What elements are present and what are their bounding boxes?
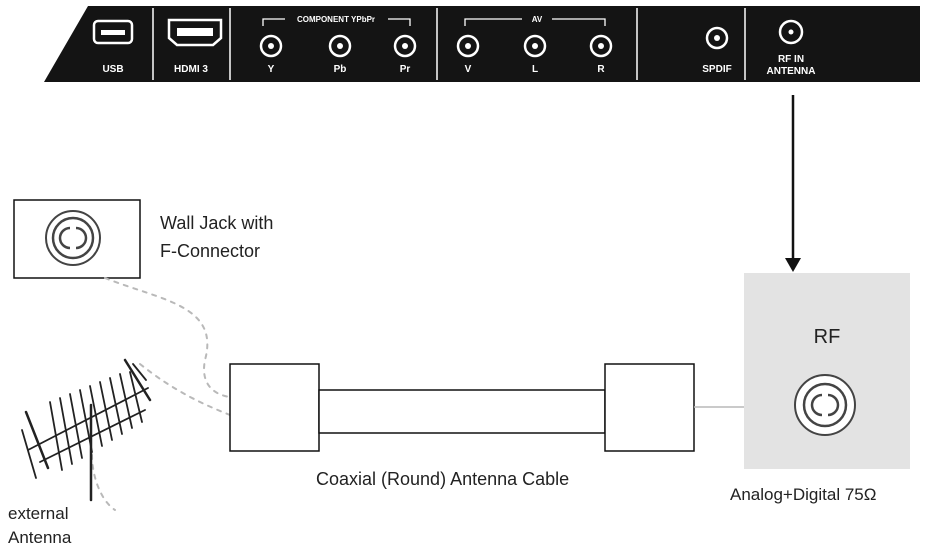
component-pr-label: Pr [400, 64, 411, 75]
cable-right-connector [604, 363, 695, 452]
av-r-label: R [597, 64, 605, 75]
rf-in-label: RF IN [778, 54, 804, 65]
rf-box-caption: Analog+Digital 75Ω [730, 485, 877, 504]
rf-connector-icon [794, 374, 856, 436]
av-video-jack-icon [456, 34, 480, 58]
av-v-label: V [465, 64, 472, 75]
cable-left-connector [229, 363, 320, 452]
component-pb-jack-icon [328, 34, 352, 58]
hdmi-label: HDMI 3 [174, 64, 208, 75]
external-antenna-label-line1: external [8, 504, 69, 523]
rf-in-arrow [785, 95, 801, 272]
cable-label: Coaxial (Round) Antenna Cable [316, 469, 570, 489]
wall-jack-label-line1: Wall Jack with [160, 213, 274, 233]
av-group-label: AV [532, 15, 543, 24]
component-pr-jack-icon [393, 34, 417, 58]
rf-in-jack-icon [778, 19, 804, 45]
spdif-label: SPDIF [702, 64, 731, 75]
hdmi-port-icon [167, 18, 223, 47]
component-group-bracket [262, 18, 411, 26]
coaxial-cable [229, 363, 744, 452]
wall-jack-f-connector-icon [45, 210, 101, 266]
wall-jack-label-line2: F-Connector [160, 241, 261, 261]
component-pb-label: Pb [334, 64, 347, 75]
usb-label: USB [102, 64, 123, 75]
rf-input-box [744, 273, 910, 469]
dotted-cable-paths [91, 277, 231, 511]
av-right-jack-icon [589, 34, 613, 58]
av-left-jack-icon [523, 34, 547, 58]
external-antenna-icon [21, 358, 152, 502]
tv-back-panel: USB HDMI 3 COMPONENT YPbPr [44, 6, 920, 82]
rf-box-title: RF [813, 326, 841, 348]
av-l-label: L [532, 64, 538, 75]
wall-jack-plate [13, 199, 141, 279]
spdif-jack-icon [705, 26, 729, 50]
cable-body [318, 389, 606, 434]
component-y-label: Y [268, 64, 275, 75]
av-group-bracket [464, 18, 606, 26]
component-y-jack-icon [259, 34, 283, 58]
usb-port-icon [92, 19, 134, 45]
rf-in-antenna-label: ANTENNA [767, 66, 816, 77]
component-group-label: COMPONENT YPbPr [297, 15, 375, 24]
external-antenna-label-line2: Antenna [8, 528, 72, 547]
